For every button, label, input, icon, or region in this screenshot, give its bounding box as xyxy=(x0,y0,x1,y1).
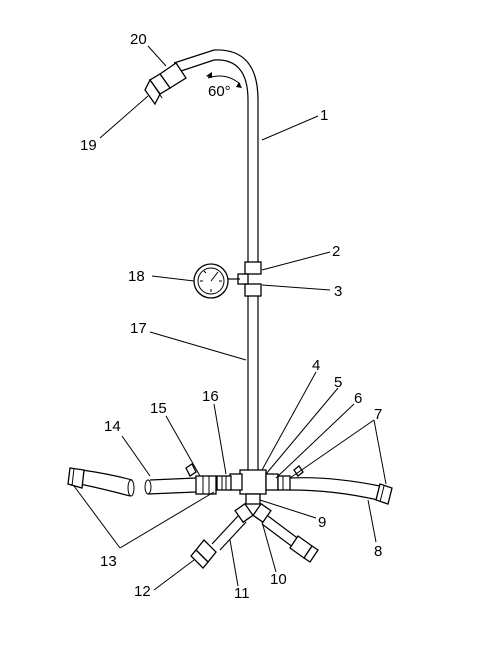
lower-left-branch xyxy=(190,502,254,569)
callout-7: 7 xyxy=(374,406,382,423)
callout-2: 2 xyxy=(332,243,340,260)
pressure-gauge xyxy=(193,263,229,299)
left-hose xyxy=(67,467,197,497)
angle-label: 60° xyxy=(208,83,231,100)
right-hose xyxy=(289,465,393,505)
callout-12: 12 xyxy=(134,583,151,600)
lower-pipe xyxy=(247,296,259,470)
upper-pipe xyxy=(173,49,259,262)
leader-lines xyxy=(73,45,387,591)
angle-indicator: 60° xyxy=(206,72,242,100)
callout-14: 14 xyxy=(104,418,121,435)
callout-17: 17 xyxy=(130,320,147,337)
callout-11: 11 xyxy=(234,585,250,602)
gauge-tee xyxy=(228,261,262,297)
callout-3: 3 xyxy=(334,283,342,300)
callout-1: 1 xyxy=(320,107,328,124)
callout-labels: 20 19 1 2 3 18 17 4 5 6 7 15 16 14 9 8 1… xyxy=(80,31,382,602)
callout-8: 8 xyxy=(374,543,382,560)
callout-10: 10 xyxy=(270,571,287,588)
callout-13: 13 xyxy=(100,553,117,570)
callout-5: 5 xyxy=(334,374,342,391)
callout-19: 19 xyxy=(80,137,97,154)
cross-fitting xyxy=(216,469,291,505)
callout-15: 15 xyxy=(150,400,167,417)
callout-4: 4 xyxy=(312,357,320,374)
lower-right-branch xyxy=(252,502,319,563)
end-fitting-19-20 xyxy=(144,62,187,106)
left-valve xyxy=(185,463,217,495)
callout-9: 9 xyxy=(318,514,326,531)
callout-6: 6 xyxy=(354,390,362,407)
callout-18: 18 xyxy=(128,268,145,285)
callout-20: 20 xyxy=(130,31,147,48)
callout-16: 16 xyxy=(202,388,219,405)
